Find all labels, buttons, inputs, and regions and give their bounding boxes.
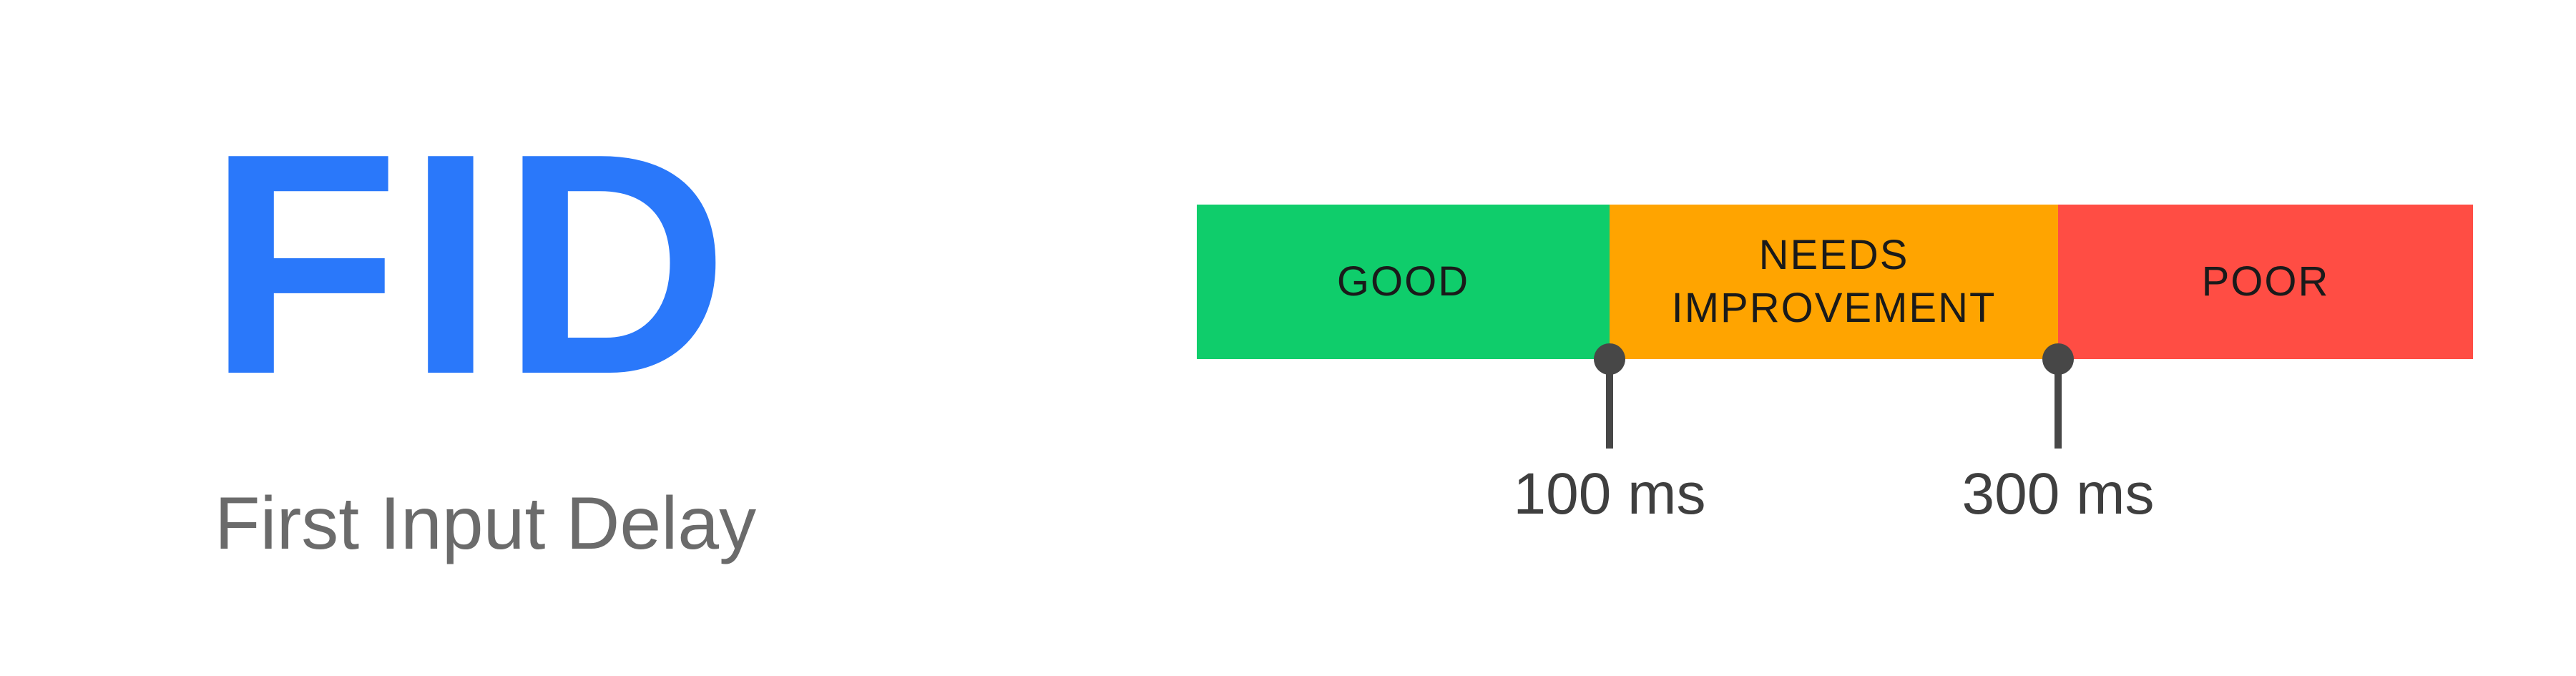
segment-needs-improvement-label: NEEDS IMPROVEMENT [1672,229,1997,335]
segment-good-label: GOOD [1337,255,1469,308]
segment-poor-label-line: POOR [2201,258,2330,305]
threshold-stem [1606,359,1613,449]
metric-acronym: FID [207,89,736,440]
threshold-stem [2055,359,2062,449]
segment-good-label-line: GOOD [1336,258,1470,305]
segment-needs-improvement: NEEDS IMPROVEMENT [1610,205,2058,359]
segment-good: GOOD [1197,205,1610,359]
threshold-label: 300 ms [1962,461,2155,526]
threshold-scale-bar: GOOD NEEDS IMPROVEMENT POOR [1197,205,2473,359]
segment-needs-improvement-label-line-2: IMPROVEMENT [1671,285,1997,331]
threshold-label: 100 ms [1513,461,1706,526]
segment-poor-label: POOR [2202,255,2330,308]
segment-needs-improvement-label-line-1: NEEDS [1758,232,1909,278]
segment-poor: POOR [2058,205,2473,359]
metric-name: First Input Delay [215,482,757,565]
